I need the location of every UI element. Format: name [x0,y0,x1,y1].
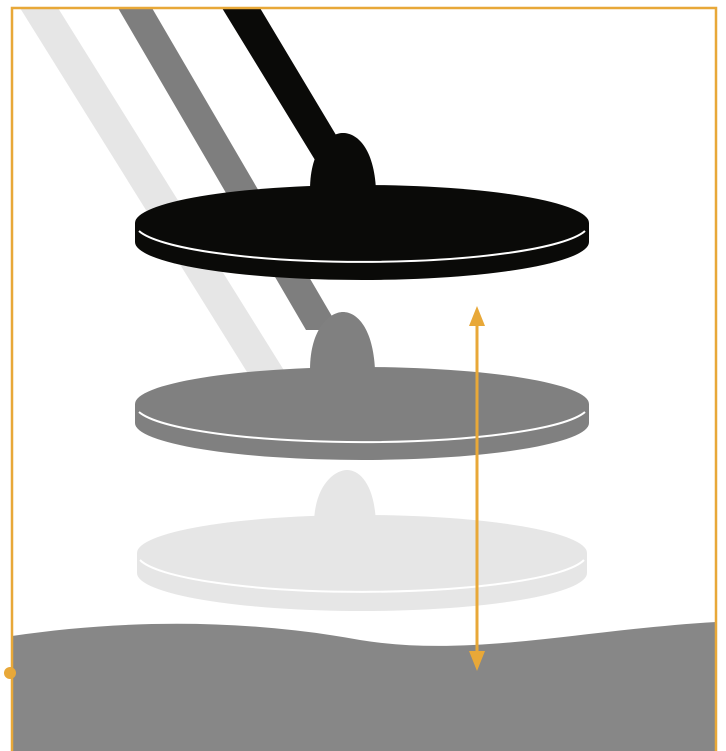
coil-high [135,133,589,280]
double-headed-vertical-arrow-icon [469,306,485,671]
shaft-near [222,8,345,160]
coil-mid [135,312,589,460]
dot-marker-icon [4,667,16,679]
ground [12,622,716,751]
coil-low [137,470,587,611]
